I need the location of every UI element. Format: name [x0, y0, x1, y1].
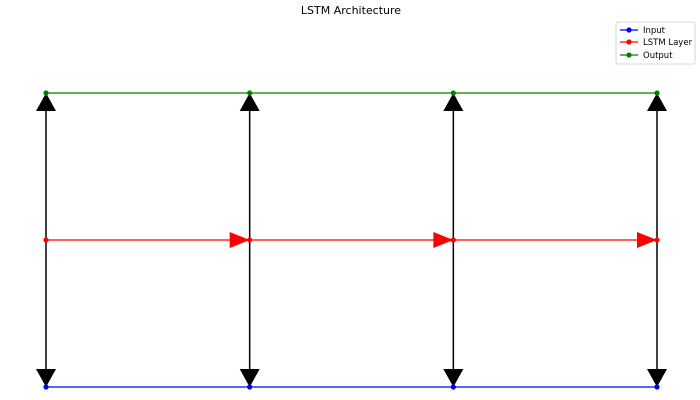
up-arrowhead-1 [36, 93, 56, 111]
down-arrowhead-1 [36, 369, 56, 387]
up-arrowhead-3 [443, 93, 464, 111]
legend-entry-lstm-layer: LSTM Layer [620, 38, 693, 48]
legend-marker-lstm-layer [626, 39, 632, 45]
legend-label-input: Input [643, 26, 666, 36]
legend: Input LSTM Layer Output [615, 21, 696, 65]
legend-label-output: Output [643, 51, 673, 61]
input-node-1 [43, 384, 49, 390]
input-node-4 [654, 384, 660, 390]
output-node-2 [247, 90, 253, 96]
output-node-1 [43, 90, 49, 96]
recurrent-arrowhead-1 [229, 232, 250, 248]
lstm-node-3 [450, 237, 456, 243]
legend-entry-input: Input [620, 26, 666, 36]
diagram-title: LSTM Architecture [301, 4, 401, 17]
output-node-3 [450, 90, 456, 96]
lstm-node-1 [43, 237, 49, 243]
input-node-2 [247, 384, 253, 390]
down-arrowhead-3 [443, 369, 464, 387]
legend-entry-output: Output [620, 51, 673, 61]
output-node-4 [654, 90, 660, 96]
down-arrowhead-4 [647, 369, 667, 387]
down-arrowhead-2 [239, 369, 260, 387]
legend-marker-input [626, 27, 632, 33]
up-arrowhead-4 [647, 93, 667, 111]
recurrent-arrowhead-3 [637, 232, 657, 248]
legend-frame [615, 21, 696, 65]
diagram-body [36, 90, 667, 390]
recurrent-arrowhead-2 [433, 232, 454, 248]
legend-label-lstm-layer: LSTM Layer [643, 38, 693, 48]
legend-marker-output [626, 52, 632, 58]
lstm-node-2 [247, 237, 253, 243]
input-node-3 [450, 384, 456, 390]
up-arrowhead-2 [239, 93, 260, 111]
lstm-node-4 [654, 237, 660, 243]
